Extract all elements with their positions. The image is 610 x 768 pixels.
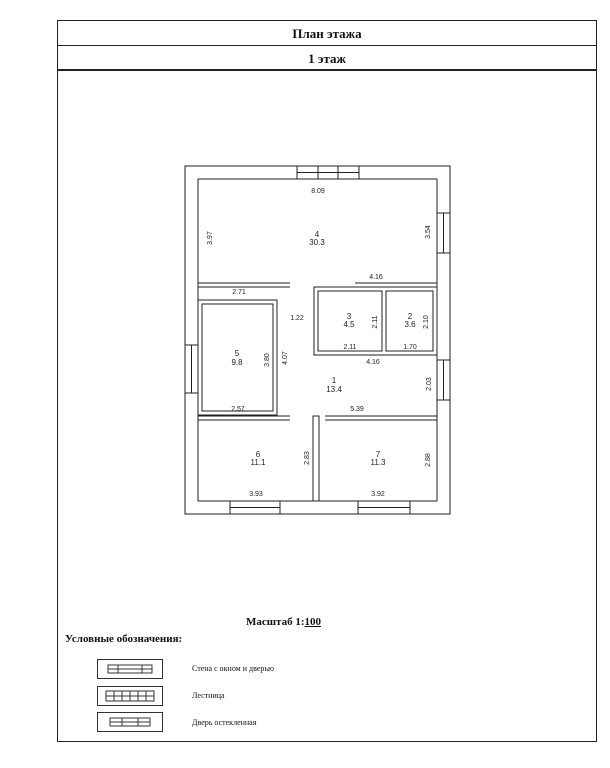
dim-label: 2.83 — [304, 451, 311, 465]
scale-value: 100 — [304, 616, 322, 628]
dim-label: 5.39 — [350, 406, 364, 413]
room-1-area: 13.4 — [326, 385, 342, 394]
room-6-number: 6 — [256, 450, 261, 459]
dim-label: 2.71 — [232, 289, 246, 296]
dim-label: 4.16 — [369, 274, 383, 281]
dim-label: 3.80 — [264, 353, 271, 367]
room-4-number: 4 — [315, 230, 320, 239]
room-1-number: 1 — [332, 376, 337, 385]
dim-label: 1.70 — [403, 344, 417, 351]
room-7-number: 7 — [376, 450, 381, 459]
plan-sheet: План этажа 1 этаж — [57, 20, 597, 742]
wall-room6-7 — [312, 415, 320, 502]
dim-label: 8.09 — [311, 188, 325, 195]
room-5-number: 5 — [235, 349, 240, 358]
floor-title: 1 этаж — [58, 46, 596, 71]
room-2-number: 2 — [408, 312, 413, 321]
dim-label: 3.92 — [371, 491, 385, 498]
room-3-area: 4.5 — [343, 320, 355, 329]
dim-label: 4.07 — [282, 351, 289, 365]
dim-label: 2.57 — [231, 406, 245, 413]
scale-label: Масштаб 1:100 — [246, 616, 321, 628]
dim-label: 3.93 — [249, 491, 263, 498]
room-5-area: 9.8 — [231, 358, 243, 367]
legend-wall-window-label: Стена с окном и дверью — [192, 664, 274, 673]
room-3-2-walls — [313, 286, 438, 356]
dim-label: 1.22 — [290, 315, 304, 322]
legend-glass-door-icon — [97, 712, 163, 732]
legend-stairs-icon — [97, 686, 163, 706]
room-6-area: 11.1 — [251, 458, 267, 467]
room-2-area: 3.6 — [404, 320, 416, 329]
room-5-walls — [197, 299, 278, 416]
dim-label: 3.54 — [425, 225, 432, 239]
legend-glass-door-symbol — [109, 717, 151, 727]
sheet-title: План этажа — [58, 21, 596, 46]
legend-title: Условные обозначения: — [65, 633, 183, 645]
legend-wall-window-symbol — [107, 664, 153, 674]
scale-prefix: Масштаб 1: — [246, 616, 305, 628]
room-3-number: 3 — [347, 312, 352, 321]
dim-label: 2.03 — [426, 377, 433, 391]
dim-label: 4.16 — [366, 359, 380, 366]
dim-label: 2.11 — [372, 315, 379, 328]
room-7-area: 11.3 — [371, 458, 387, 467]
dim-label: 2.10 — [423, 315, 430, 329]
dim-label: 3.97 — [207, 231, 214, 245]
legend-wall-window-icon — [97, 659, 163, 679]
legend-stairs-symbol — [105, 690, 155, 702]
dim-label: 2.11 — [343, 344, 356, 351]
dim-label: 2.88 — [425, 453, 432, 467]
room-4-area: 30.3 — [309, 238, 325, 247]
legend-glass-door-label: Дверь остекленная — [192, 718, 257, 727]
legend-stairs-label: Лестница — [192, 691, 225, 700]
